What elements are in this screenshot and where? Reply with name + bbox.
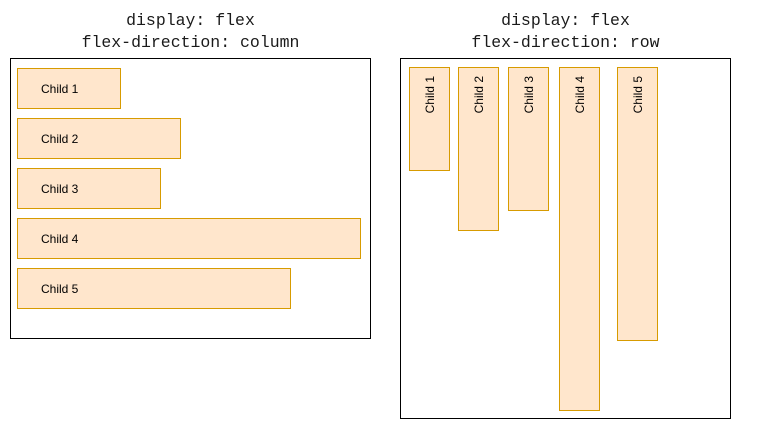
column-child-4-label: Child 4 xyxy=(41,231,79,246)
column-child-4: Child 4 xyxy=(17,218,361,259)
column-child-2-label: Child 2 xyxy=(41,131,79,146)
row-heading: display: flex flex-direction: row xyxy=(471,11,660,52)
column-child-3-label: Child 3 xyxy=(41,181,79,196)
column-child-2: Child 2 xyxy=(17,118,181,159)
row-child-5-label: Child 5 xyxy=(630,76,645,114)
row-child-3-label: Child 3 xyxy=(521,76,536,114)
column-child-5: Child 5 xyxy=(17,268,291,309)
row-child-2-label: Child 2 xyxy=(471,76,486,114)
flex-row-container: Child 1 Child 2 Child 3 Child 4 Child 5 xyxy=(400,58,731,419)
column-child-1: Child 1 xyxy=(17,68,121,109)
row-child-4-label: Child 4 xyxy=(572,76,587,114)
column-child-5-label: Child 5 xyxy=(41,281,79,296)
row-child-4: Child 4 xyxy=(559,67,600,411)
column-child-1-label: Child 1 xyxy=(41,81,79,96)
row-child-3: Child 3 xyxy=(508,67,549,211)
row-child-5: Child 5 xyxy=(617,67,658,341)
column-heading: display: flex flex-direction: column xyxy=(81,11,300,52)
row-child-2: Child 2 xyxy=(458,67,499,231)
column-child-3: Child 3 xyxy=(17,168,161,209)
row-child-1: Child 1 xyxy=(409,67,450,171)
flex-column-container: Child 1 Child 2 Child 3 Child 4 Child 5 xyxy=(10,58,371,339)
row-child-1-label: Child 1 xyxy=(422,76,437,114)
